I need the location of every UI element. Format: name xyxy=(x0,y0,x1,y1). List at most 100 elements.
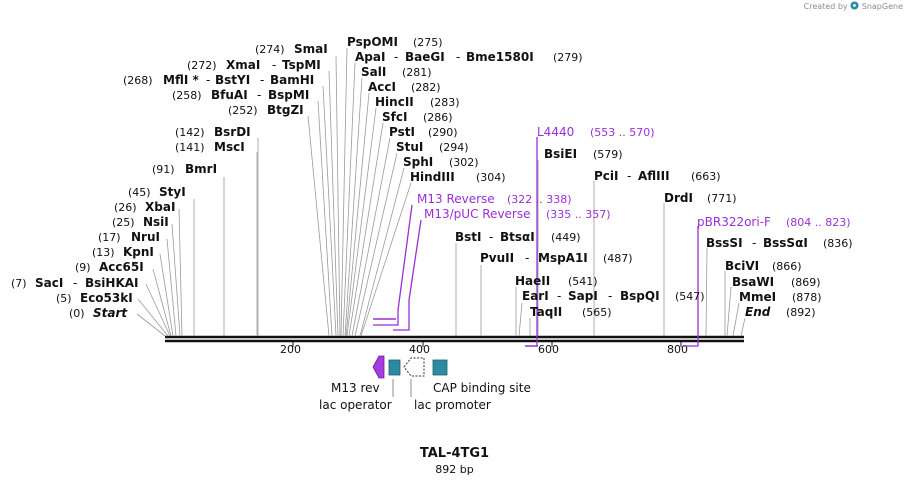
enzyme-kpni[interactable]: (13) KpnI xyxy=(92,245,154,259)
enzyme-bsawi[interactable]: BsaWI (869) xyxy=(732,275,821,289)
enzyme-haeii[interactable]: HaeII (541) xyxy=(515,274,598,288)
enzyme-name: DrdI xyxy=(664,191,693,205)
separator: - xyxy=(73,276,77,290)
enzyme-mmei[interactable]: MmeI (878) xyxy=(739,290,822,304)
enzyme-pspomi[interactable]: PspOMI (275) xyxy=(347,35,443,49)
plasmid-name: TAL-4TG1 xyxy=(419,446,490,461)
enzyme-name: HincII xyxy=(375,95,414,109)
enzyme-name: MscI xyxy=(214,140,245,154)
enzyme-drdi[interactable]: DrdI (771) xyxy=(664,191,737,205)
enzyme-position: (281) xyxy=(402,66,432,79)
enzyme-name: TaqII xyxy=(530,305,562,319)
enzyme-btsi[interactable]: BstI - BtsαI (449) xyxy=(455,230,581,244)
enzyme-btgzi[interactable]: (252) BtgZI xyxy=(228,103,304,117)
primer-range: (553 .. 570) xyxy=(590,126,655,139)
lac-promoter-arrow-icon[interactable] xyxy=(403,357,425,377)
enzyme-name: BfuAI xyxy=(211,88,248,102)
enzyme-position: (0) xyxy=(69,307,85,320)
enzyme-sali[interactable]: SalI (281) xyxy=(361,65,432,79)
enzyme-psti[interactable]: PstI (290) xyxy=(389,125,458,139)
enzyme-name: BsaWI xyxy=(732,275,774,289)
primer-m13-reverse[interactable]: M13 Reverse (322 .. 338) xyxy=(417,192,572,206)
primer-range: (335 .. 357) xyxy=(546,208,611,221)
enzyme-position: (141) xyxy=(175,141,205,154)
enzyme-stui[interactable]: StuI (294) xyxy=(396,140,469,154)
enzyme-position: (268) xyxy=(123,74,153,87)
enzyme-name-alt: BstYI xyxy=(215,73,250,87)
enzyme-hindiii[interactable]: HindIII (304) xyxy=(410,170,506,184)
separator: - xyxy=(525,251,529,265)
primer-name: pBR322ori-F xyxy=(697,215,771,229)
enzyme-position: (142) xyxy=(175,126,205,139)
axis-tick-label: 600 xyxy=(538,343,559,356)
m13-rev-arrow-icon[interactable] xyxy=(372,355,385,379)
enzyme-xbai[interactable]: (26) XbaI xyxy=(114,200,175,214)
enzyme-position: (663) xyxy=(691,170,721,183)
enzyme-end[interactable]: End (892) xyxy=(745,305,816,319)
enzyme-start[interactable]: (0) Start xyxy=(69,306,128,320)
separator: - xyxy=(272,58,276,72)
enzyme-name: Eco53kI xyxy=(80,291,133,305)
cap-binding-site-box[interactable] xyxy=(432,359,448,376)
enzyme-bsiei[interactable]: BsiEI (579) xyxy=(544,147,623,161)
enzyme-position: (294) xyxy=(439,141,469,154)
separator: - xyxy=(456,50,460,64)
enzyme-smai[interactable]: (274) SmaI xyxy=(255,42,328,56)
enzyme-msci[interactable]: (141) MscI xyxy=(175,140,245,154)
feature-label-m13-rev: M13 rev xyxy=(331,381,380,395)
enzyme-bsrdi[interactable]: (142) BsrDI xyxy=(175,125,251,139)
primer-name: M13/pUC Reverse xyxy=(424,207,531,221)
enzyme-bcivi[interactable]: BciVI (866) xyxy=(725,259,802,273)
primer-binding-bars xyxy=(373,318,538,347)
feature-label-lac-operator: lac operator xyxy=(319,398,392,412)
enzyme-acci[interactable]: AccI (282) xyxy=(368,80,441,94)
axis-tick-200: 200 xyxy=(280,341,301,356)
enzyme-sphi[interactable]: SphI (302) xyxy=(403,155,479,169)
enzyme-name: BtgZI xyxy=(267,103,304,117)
enzyme-bsssi[interactable]: BssSI - BssSαI (836) xyxy=(706,236,853,250)
enzyme-position: (45) xyxy=(128,186,151,199)
watermark-brand: SnapGene xyxy=(861,2,903,11)
enzyme-saci[interactable]: (7) SacI - BsiHKAI xyxy=(11,276,139,290)
enzyme-styi[interactable]: (45) StyI xyxy=(128,185,186,199)
plasmid-length: 892 bp xyxy=(435,463,474,476)
watermark: Created by SnapGene xyxy=(804,1,903,11)
enzyme-nrui[interactable]: (17) NruI xyxy=(98,230,160,244)
enzyme-position: (286) xyxy=(423,111,453,124)
enzyme-eco53ki[interactable]: (5) Eco53kI xyxy=(56,291,133,305)
enzyme-name-alt2: Bme1580I xyxy=(466,50,534,64)
enzyme-name: BssSI xyxy=(706,236,743,250)
primer-pbr322ori-f[interactable]: pBR322ori-F (804 .. 823) xyxy=(697,215,851,229)
snapgene-logo-icon xyxy=(850,1,859,10)
enzyme-name-alt: MspA1I xyxy=(538,251,588,265)
enzyme-apai[interactable]: ApaI - BaeGI - Bme1580I (279) xyxy=(355,50,583,64)
enzyme-name: PstI xyxy=(389,125,415,139)
enzyme-hincii[interactable]: HincII (283) xyxy=(375,95,460,109)
enzyme-name: HaeII xyxy=(515,274,550,288)
enzyme-position: (7) xyxy=(11,277,27,290)
enzyme-name: SacI xyxy=(35,276,63,290)
enzyme-taqii[interactable]: TaqII (565) xyxy=(530,305,612,319)
enzyme-bmri[interactable]: (91) BmrI xyxy=(152,162,217,176)
enzyme-position: (13) xyxy=(92,246,115,259)
enzyme-position: (579) xyxy=(593,148,623,161)
enzyme-name: StyI xyxy=(159,185,186,199)
enzyme-sfci[interactable]: SfcI (286) xyxy=(382,110,453,124)
primer-m13-puc-reverse[interactable]: M13/pUC Reverse (335 .. 357) xyxy=(424,207,611,221)
enzyme-position: (282) xyxy=(411,81,441,94)
lac-operator-box[interactable] xyxy=(388,359,401,376)
enzyme-nsii[interactable]: (25) NsiI xyxy=(112,215,169,229)
enzyme-eari[interactable]: EarI - SapI - BspQI (547) xyxy=(522,289,705,303)
enzyme-position: (547) xyxy=(675,290,705,303)
enzyme-bfuai[interactable]: (258) BfuAI - BspMI xyxy=(172,88,309,102)
primer-l4440[interactable]: L4440 (553 .. 570) xyxy=(537,125,655,139)
axis-tick-label: 800 xyxy=(667,343,688,356)
enzyme-pcii[interactable]: PciI - AflIII (663) xyxy=(594,169,721,183)
primer-range: (322 .. 338) xyxy=(507,193,572,206)
enzyme-pvuii[interactable]: PvuII - MspA1I (487) xyxy=(480,251,633,265)
separator: - xyxy=(257,88,261,102)
enzyme-acc65i[interactable]: (9) Acc65I xyxy=(75,260,144,274)
enzyme-mfli[interactable]: (268) MflI * - BstYI - BamHI xyxy=(123,73,314,87)
enzyme-position: (258) xyxy=(172,89,202,102)
enzyme-xmai[interactable]: (272) XmaI - TspMI xyxy=(187,58,321,72)
